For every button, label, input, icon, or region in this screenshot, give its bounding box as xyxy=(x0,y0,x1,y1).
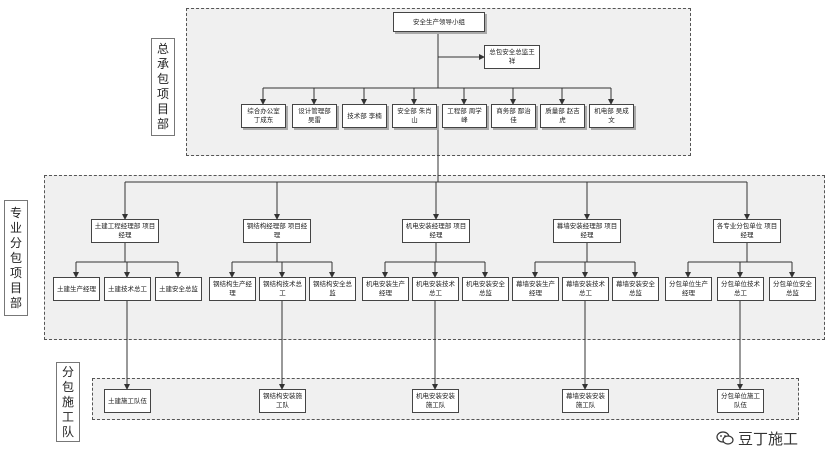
sub-manager-node: 土建工程经理部 项目经理 xyxy=(91,219,159,243)
sub-role-node: 幕墙安装安全总监 xyxy=(612,277,659,301)
sub-role-node: 机电安装技术总工 xyxy=(412,277,459,301)
sub-role-node: 钢结构技术总工 xyxy=(259,277,306,301)
leadership-group-node: 安全生产领导小组 xyxy=(393,12,485,32)
sub-role-node: 机电安装安全总监 xyxy=(462,277,509,301)
gc-dept-node: 安全部 朱肖山 xyxy=(392,104,437,128)
construction-team-node: 分包单位施工队伍 xyxy=(717,389,764,413)
sub-role-node: 机电安装生产经理 xyxy=(362,277,409,301)
sub-role-node: 幕墙安装技术总工 xyxy=(562,277,609,301)
gc-dept-node: 工程部 周学峰 xyxy=(442,104,487,128)
sub-role-node: 土建生产经理 xyxy=(53,277,100,301)
gc-dept-node: 技术部 李楠 xyxy=(342,104,387,128)
construction-team-node: 钢结构安装施工队 xyxy=(259,389,306,413)
construction-team-node: 机电安装安装施工队 xyxy=(412,389,459,413)
safety-director-node: 总包安全总监王祥 xyxy=(484,45,540,69)
gc-dept-node: 商务部 鄙治佳 xyxy=(491,104,536,128)
construction-team-node: 土建施工队伍 xyxy=(104,389,151,413)
section-label-sub: 专业分包项目部 xyxy=(4,200,28,316)
sub-role-node: 土建技术总工 xyxy=(104,277,151,301)
sub-role-node: 土建安全总监 xyxy=(155,277,202,301)
gc-dept-node: 综合办公室 丁成东 xyxy=(241,104,286,128)
gc-dept-node: 质量部 赵吉虎 xyxy=(540,104,585,128)
gc-dept-node: 设计管理部 吴雷 xyxy=(292,104,337,128)
watermark-text: 豆丁施工 xyxy=(738,429,799,448)
section-label-team: 分包施工队 xyxy=(56,362,80,442)
sub-role-node: 分包单位生产经理 xyxy=(665,277,712,301)
sub-role-node: 钢结构生产经理 xyxy=(209,277,256,301)
sub-role-node: 幕墙安装生产经理 xyxy=(512,277,559,301)
section-label-general: 总承包项目部 xyxy=(151,38,175,136)
construction-team-node: 幕墙安装安装施工队 xyxy=(562,389,609,413)
watermark: 豆丁施工 xyxy=(716,428,826,448)
wechat-icon xyxy=(716,431,734,445)
sub-manager-node: 幕墙安装经理部 项目经理 xyxy=(553,219,621,243)
sub-role-node: 分包单位技术总工 xyxy=(717,277,764,301)
sub-manager-node: 各专业分包单位 项目经理 xyxy=(713,219,781,243)
sub-manager-node: 机电安装经理部 项目经理 xyxy=(402,219,470,243)
sub-role-node: 分包单位安全总监 xyxy=(769,277,816,301)
sub-manager-node: 钢结构经理部 项目经理 xyxy=(243,219,311,243)
gc-dept-node: 机电部 吴成文 xyxy=(589,104,634,128)
sub-role-node: 钢结构安全总监 xyxy=(309,277,356,301)
